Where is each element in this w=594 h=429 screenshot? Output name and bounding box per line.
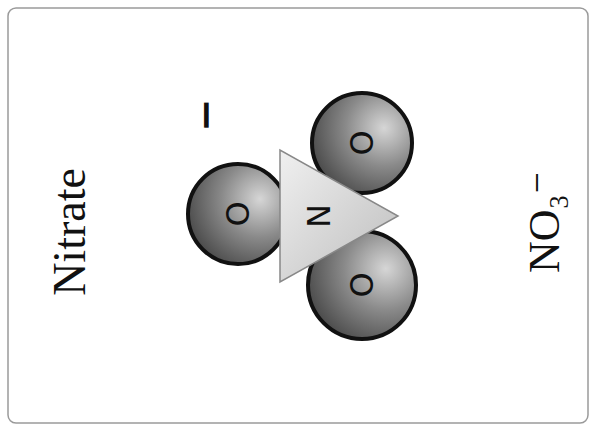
- oxygen-atom: O: [186, 162, 290, 266]
- formula-label: NO₃⁻: [523, 171, 567, 273]
- card-title: Nitrate: [47, 168, 93, 296]
- atom-shape: [280, 150, 398, 282]
- atom-symbol: N: [303, 204, 335, 228]
- atom-symbol: O: [346, 130, 378, 155]
- atom-symbol: O: [346, 272, 378, 297]
- atom-symbol: O: [222, 201, 254, 226]
- charge-sign: −: [185, 98, 225, 132]
- nitrogen-atom: N: [280, 150, 398, 282]
